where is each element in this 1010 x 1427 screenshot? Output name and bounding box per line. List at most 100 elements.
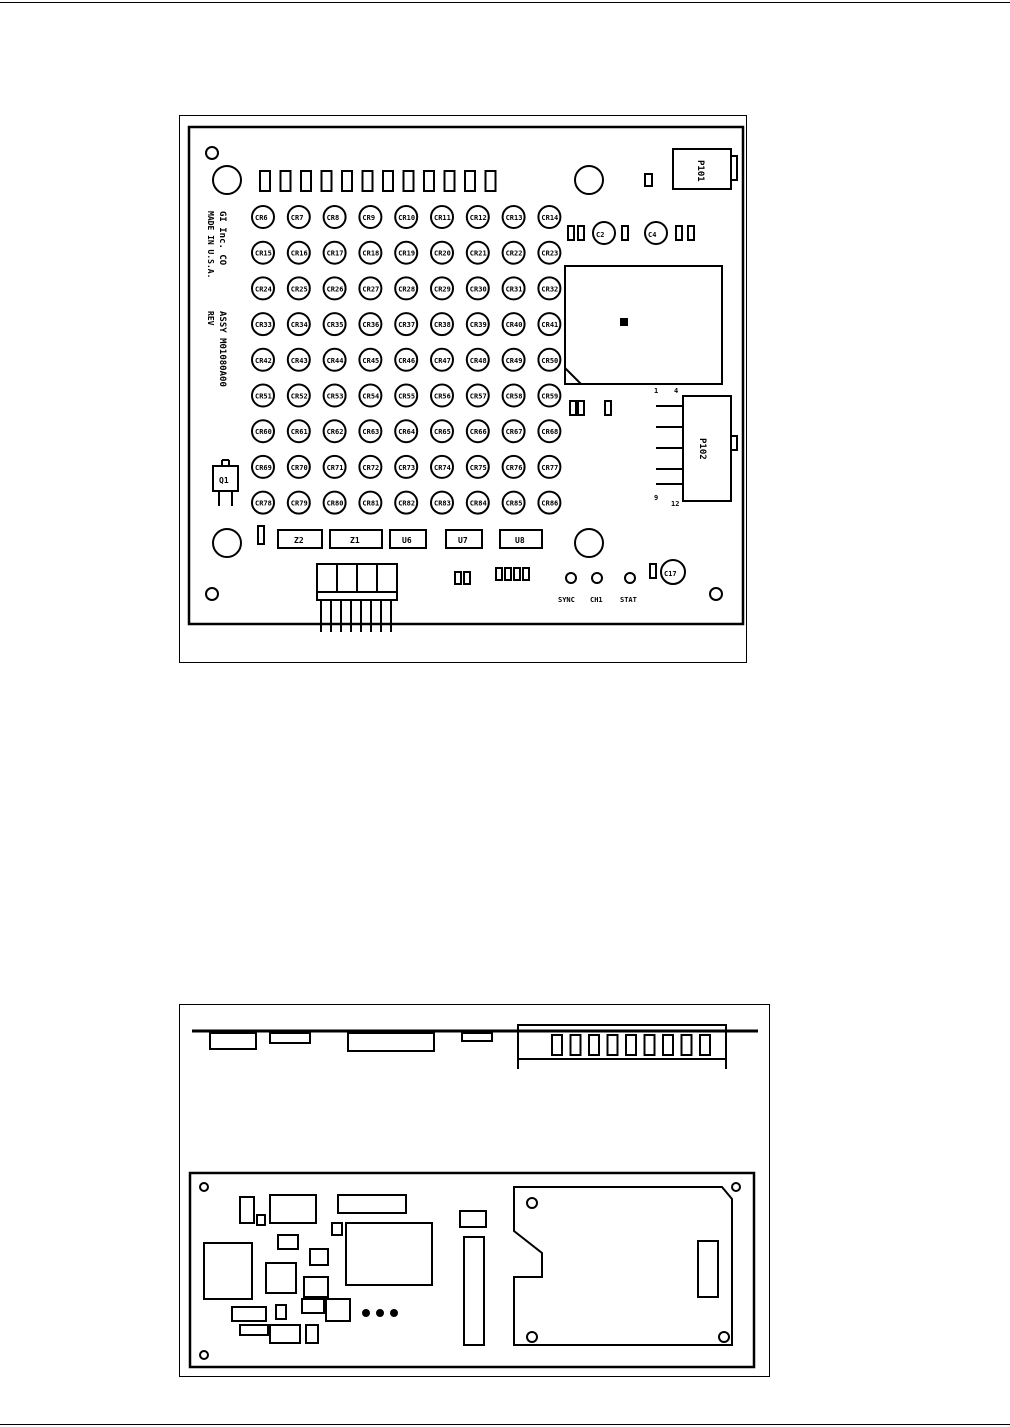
ic-label: U8 [515, 536, 525, 545]
led-label: CR79 [291, 500, 308, 508]
led-label: CR36 [362, 321, 379, 329]
bottom-large-module [513, 1186, 733, 1346]
led-label: CR35 [327, 321, 344, 329]
led-CR60 [251, 419, 275, 444]
resistor [279, 170, 292, 192]
led-label: CR12 [470, 214, 487, 222]
led-CR34 [286, 312, 311, 337]
bottom-rule [0, 1424, 1010, 1425]
led-label: CR81 [362, 500, 379, 508]
bottom-view-board [188, 1171, 756, 1369]
led-label: CR62 [327, 428, 344, 436]
svg-text:1: 1 [654, 387, 658, 395]
led-label: CR42 [255, 357, 272, 365]
led-label: CR49 [506, 357, 523, 365]
led-CR71 [322, 454, 347, 479]
led-label: CR86 [541, 500, 558, 508]
assy-label: ASSY M01080A00 [217, 311, 227, 387]
ic-U6 [389, 529, 427, 549]
ic-label: U6 [402, 536, 412, 545]
led-CR48 [465, 347, 490, 372]
led-CR49 [501, 347, 526, 372]
led-CR10 [394, 205, 419, 229]
led-label: CR53 [327, 393, 344, 401]
led-CR29 [430, 276, 454, 301]
resistor [382, 170, 394, 192]
led-label: CR11 [434, 214, 451, 222]
standoff [574, 528, 604, 558]
resistor [423, 170, 435, 192]
mounting-hole [205, 146, 219, 160]
led-CR85 [501, 490, 526, 515]
led-label: CR46 [398, 357, 415, 365]
led-label: CR43 [291, 357, 308, 365]
led-label: CR74 [434, 464, 451, 472]
led-label: CR19 [398, 250, 415, 258]
led-CR33 [251, 312, 275, 337]
led-CR20 [430, 240, 454, 265]
led-label: CR14 [541, 214, 558, 222]
c4-component [644, 221, 668, 245]
led-label: CR28 [398, 285, 415, 293]
led-label: CR32 [541, 285, 558, 293]
side-view-connector [517, 1024, 727, 1060]
ch1-label: CH1 [590, 596, 603, 604]
led-label: CR18 [362, 250, 379, 258]
led-CR78 [251, 490, 275, 515]
p101-label: P101 [695, 160, 705, 182]
led-label: CR8 [327, 214, 340, 222]
led-CR7 [286, 205, 311, 229]
led-CR18 [358, 240, 383, 265]
led-CR82 [394, 490, 419, 515]
led-label: CR20 [434, 250, 451, 258]
svg-text:C2: C2 [596, 231, 604, 239]
led-CR56 [430, 383, 454, 408]
bottom-large-ic [345, 1222, 433, 1286]
led-CR69 [251, 454, 275, 479]
led-CR42 [251, 347, 275, 372]
led-CR8 [322, 205, 347, 229]
standoff [212, 528, 242, 558]
led-label: CR31 [506, 285, 523, 293]
led-CR9 [358, 205, 383, 229]
led-CR27 [358, 276, 383, 301]
led-label: CR54 [362, 393, 379, 401]
led-CR26 [322, 276, 347, 301]
led-label: CR21 [470, 250, 487, 258]
led-CR12 [465, 205, 490, 229]
led-CR52 [286, 383, 311, 408]
led-label: CR34 [291, 321, 308, 329]
led-label: CR58 [506, 393, 523, 401]
svg-text:9: 9 [654, 494, 658, 502]
led-CR25 [286, 276, 311, 301]
led-label: CR7 [291, 214, 304, 222]
led-label: CR61 [291, 428, 308, 436]
led-CR51 [251, 383, 275, 408]
led-label: CR24 [255, 285, 272, 293]
led-CR57 [465, 383, 490, 408]
led-label: CR84 [470, 500, 487, 508]
led-CR53 [322, 383, 347, 408]
led-label: CR78 [255, 500, 272, 508]
led-CR72 [358, 454, 383, 479]
pcb-side-and-bottom-figure [179, 1004, 770, 1377]
resistor [341, 170, 353, 192]
led-label: CR16 [291, 250, 308, 258]
mounting-hole [205, 587, 219, 601]
resistor [259, 170, 271, 192]
led-CR19 [394, 240, 419, 265]
led-CR62 [322, 419, 347, 444]
led-label: CR69 [255, 464, 272, 472]
led-label: CR66 [470, 428, 487, 436]
led-label: CR67 [506, 428, 523, 436]
led-label: CR26 [327, 285, 344, 293]
led-label: CR63 [362, 428, 379, 436]
led-CR39 [465, 312, 490, 337]
led-CR44 [322, 347, 347, 372]
rev-label: REV [206, 311, 215, 326]
svg-text:C17: C17 [664, 570, 677, 578]
mounting-hole [199, 1350, 209, 1360]
led-CR40 [501, 312, 526, 337]
